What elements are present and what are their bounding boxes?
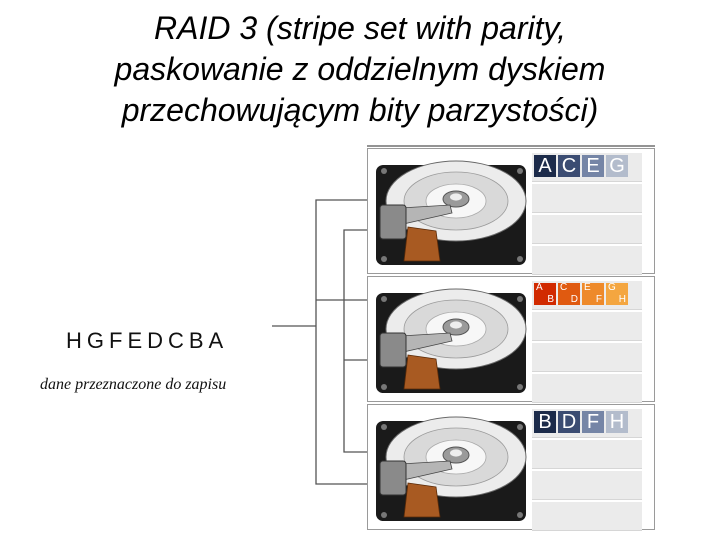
data-block: C bbox=[558, 155, 580, 177]
parity-block-bottom-label: D bbox=[570, 294, 578, 305]
data-block: G bbox=[606, 155, 628, 177]
input-sequence: HGFEDCBA bbox=[66, 328, 229, 353]
hard-drive-icon bbox=[376, 288, 527, 393]
disk-sector bbox=[532, 471, 642, 500]
slide-title: RAID 3 (stripe set with parity, paskowan… bbox=[0, 8, 720, 131]
disk-sector bbox=[532, 184, 642, 213]
data-block: D bbox=[558, 411, 580, 433]
inner-bus bbox=[343, 229, 367, 453]
data-block: H bbox=[606, 411, 628, 433]
parity-block-top-label: A bbox=[536, 282, 543, 293]
parity-block-top-label: G bbox=[608, 282, 616, 293]
title-line-1: RAID 3 (stripe set with parity, bbox=[154, 10, 566, 46]
parity-block-bottom-label: B bbox=[547, 294, 554, 305]
data-block: E bbox=[582, 155, 604, 177]
title-line-3: przechowującym bity parzystości) bbox=[121, 92, 599, 128]
disk-sector bbox=[532, 343, 642, 372]
hard-drive-icon bbox=[376, 160, 527, 265]
disk-sector bbox=[532, 440, 642, 469]
parity-block-bottom-label: H bbox=[618, 294, 626, 305]
disk-sector bbox=[532, 312, 642, 341]
parity-block-top-label: E bbox=[584, 282, 591, 293]
disk-sector bbox=[532, 374, 642, 403]
data-block: F bbox=[582, 411, 604, 433]
parity-block-top-label: C bbox=[560, 282, 568, 293]
data-block: B bbox=[534, 411, 556, 433]
hard-drive-icon bbox=[376, 416, 527, 521]
disk-sector bbox=[532, 246, 642, 275]
disk-sector bbox=[532, 215, 642, 244]
data-block: A bbox=[534, 155, 556, 177]
disk-sector bbox=[532, 502, 642, 531]
parity-block-bottom-label: F bbox=[595, 294, 602, 305]
outer-bus bbox=[315, 199, 367, 485]
title-line-2: paskowanie z oddzielnym dyskiem bbox=[114, 51, 606, 87]
input-caption: dane przeznaczone do zapisu bbox=[40, 376, 227, 393]
